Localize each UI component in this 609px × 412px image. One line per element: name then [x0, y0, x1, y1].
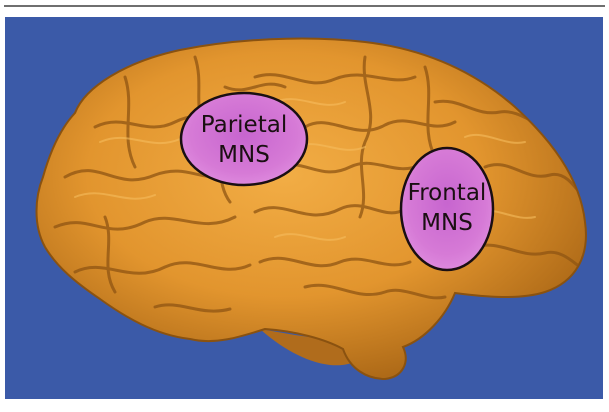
- parietal-mns-region: Parietal MNS: [181, 93, 307, 185]
- brain-illustration: Parietal MNS Frontal MNS: [5, 17, 603, 399]
- parietal-mns-ellipse: [181, 93, 307, 185]
- parietal-mns-label-line1: Parietal: [201, 112, 287, 138]
- frontal-mns-label-line1: Frontal: [408, 180, 487, 206]
- parietal-mns-label-line2: MNS: [218, 142, 270, 168]
- top-divider-rule: [4, 5, 605, 7]
- brain-figure: Parietal MNS Frontal MNS: [5, 17, 603, 399]
- frontal-mns-region: Frontal MNS: [401, 148, 493, 270]
- frontal-mns-label-line2: MNS: [421, 210, 473, 236]
- frontal-mns-ellipse: [401, 148, 493, 270]
